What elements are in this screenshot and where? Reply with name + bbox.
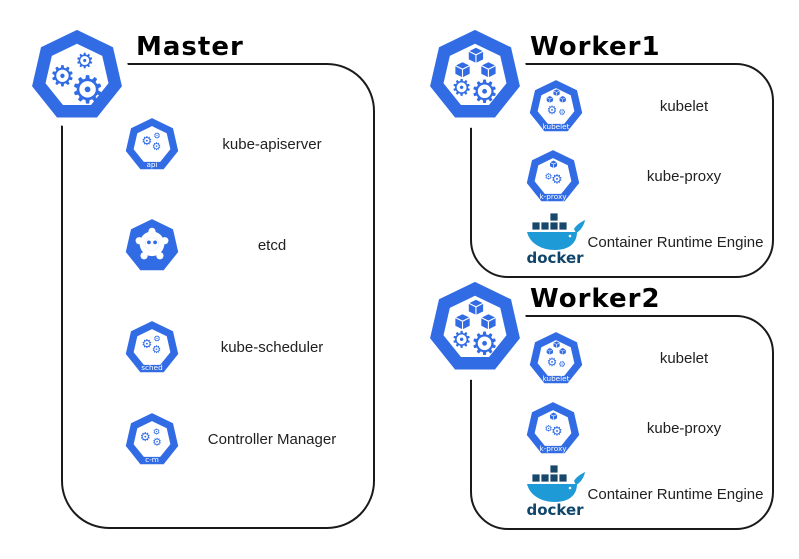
kube-scheduler-badge: sched: [141, 363, 162, 372]
kube-proxy-badge: k-proxy: [539, 192, 567, 201]
svg-text:⚙: ⚙: [50, 59, 76, 93]
svg-text:⚙: ⚙: [75, 48, 94, 73]
docker-logo-icon: docker: [526, 464, 585, 518]
master-title: Master: [136, 32, 244, 62]
kubelet-label: kubelet: [659, 98, 709, 115]
svg-text:⚙: ⚙: [470, 74, 498, 110]
kubernetes-heptagon-cubes-icon: ⚙ ⚙: [430, 281, 520, 370]
container-runtime-label: Container Runtime Engine: [587, 486, 764, 503]
worker2-node-group: ⚙ ⚙ Worker2 ⚙ ⚙ kubelet kubelet ⚙ ⚙ k-pr…: [400, 252, 799, 537]
etcd-icon: [125, 219, 179, 271]
svg-text:⚙: ⚙: [470, 326, 498, 362]
svg-text:⚙: ⚙: [558, 107, 566, 117]
kubernetes-heptagon-cubes-icon: ⚙ ⚙: [430, 29, 520, 118]
master-node-box: [61, 63, 375, 529]
svg-text:⚙: ⚙: [153, 333, 161, 343]
kubelet-icon: ⚙ ⚙ kubelet: [529, 80, 583, 132]
svg-text:⚙: ⚙: [551, 424, 563, 439]
kube-proxy-icon: ⚙ ⚙ k-proxy: [526, 402, 580, 454]
kube-apiserver-icon: ⚙ ⚙ ⚙ api: [125, 118, 179, 170]
kube-proxy-label: kube-proxy: [646, 420, 722, 437]
svg-text:⚙: ⚙: [558, 359, 566, 369]
controller-manager-icon: ⚙ ⚙ ⚙ c-m: [125, 413, 179, 465]
kube-apiserver-badge: api: [146, 160, 157, 169]
docker-wordmark: docker: [526, 249, 584, 266]
svg-text:⚙: ⚙: [153, 130, 161, 140]
kubelet-badge: kubelet: [542, 374, 569, 383]
controller-manager-label: Controller Manager: [207, 431, 337, 448]
svg-text:⚙: ⚙: [451, 75, 472, 101]
svg-text:⚙: ⚙: [545, 173, 553, 183]
svg-text:⚙: ⚙: [140, 430, 151, 444]
svg-text:⚙: ⚙: [152, 343, 162, 356]
kubernetes-heptagon-gears-icon: ⚙ ⚙ ⚙: [32, 29, 122, 118]
svg-text:⚙: ⚙: [70, 68, 104, 113]
controller-manager-badge: c-m: [145, 455, 159, 464]
etcd-label: etcd: [257, 237, 287, 254]
kubelet-badge: kubelet: [542, 122, 569, 131]
worker1-node-group: ⚙ ⚙ Worker1 ⚙ ⚙ kubelet kubelet ⚙ ⚙ k-pr…: [400, 0, 799, 285]
svg-text:⚙: ⚙: [141, 134, 152, 148]
worker1-title: Worker1: [530, 32, 661, 62]
kube-proxy-icon: ⚙ ⚙ k-proxy: [526, 150, 580, 202]
svg-text:⚙: ⚙: [547, 355, 558, 369]
svg-text:⚙: ⚙: [545, 425, 553, 435]
kubernetes-master-node-icon: ⚙ ⚙ ⚙: [25, 24, 129, 128]
container-runtime-label: Container Runtime Engine: [587, 234, 764, 251]
kube-proxy-label: kube-proxy: [646, 168, 722, 185]
kubernetes-worker-node-icon: ⚙ ⚙: [423, 276, 527, 380]
kubernetes-worker-node-icon: ⚙ ⚙: [423, 24, 527, 128]
kube-proxy-badge: k-proxy: [539, 444, 567, 453]
svg-text:⚙: ⚙: [141, 337, 152, 351]
svg-text:⚙: ⚙: [547, 103, 558, 117]
svg-text:⚙: ⚙: [451, 327, 472, 353]
kubelet-icon: ⚙ ⚙ kubelet: [529, 332, 583, 384]
docker-logo-icon: docker: [526, 212, 585, 266]
kube-scheduler-icon: ⚙ ⚙ ⚙ sched: [125, 321, 179, 373]
worker2-title: Worker2: [530, 284, 661, 314]
kube-scheduler-label: kube-scheduler: [220, 339, 324, 356]
kube-apiserver-label: kube-apiserver: [222, 136, 322, 153]
docker-wordmark: docker: [526, 501, 584, 518]
svg-text:⚙: ⚙: [152, 436, 162, 449]
svg-text:⚙: ⚙: [152, 140, 162, 153]
svg-text:⚙: ⚙: [153, 427, 161, 437]
kubelet-label: kubelet: [659, 350, 709, 367]
svg-text:⚙: ⚙: [551, 172, 563, 187]
